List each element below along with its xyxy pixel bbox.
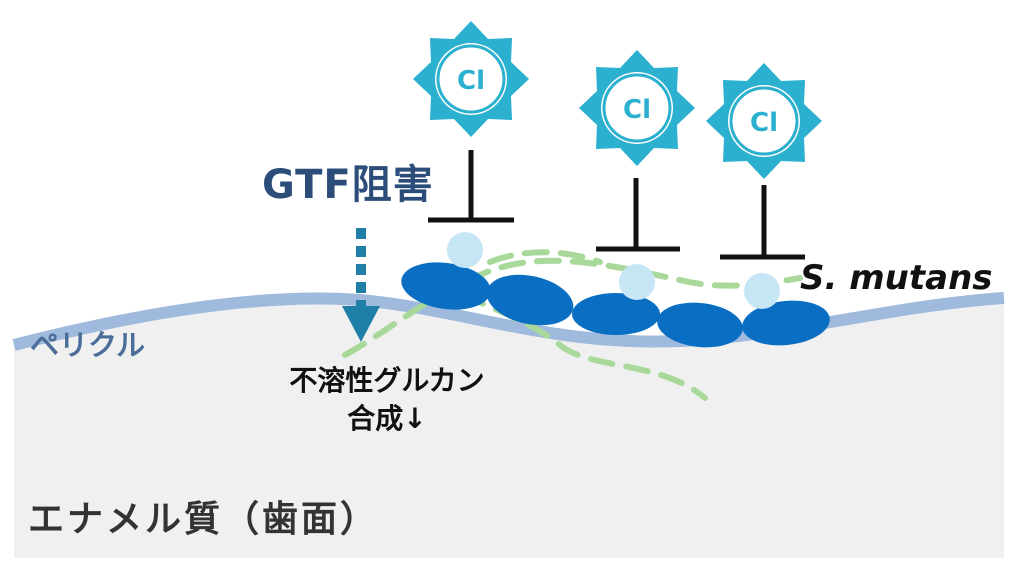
cl-inhibitor-badge: Cl xyxy=(413,21,529,137)
bacterium-cell xyxy=(486,274,574,326)
gtf-inhibition-label: GTF阻害 xyxy=(262,162,434,208)
inhibition-symbols xyxy=(428,150,805,260)
glucan-fiber xyxy=(487,249,603,265)
gtf-enzyme xyxy=(619,264,655,300)
pellicle-label: ペリクル xyxy=(30,328,146,362)
gtf-enzymes xyxy=(447,232,780,309)
glucan-synthesis-label: 不溶性グルカン 合成↓ xyxy=(232,362,542,438)
gtf-enzyme xyxy=(744,273,780,309)
glucan-line-1: 不溶性グルカン xyxy=(289,364,485,397)
s-mutans-label: S. mutans xyxy=(800,258,993,298)
enamel-label: エナメル質（歯面） xyxy=(28,499,380,540)
down-arrow-icon xyxy=(342,228,380,342)
glucan-fiber xyxy=(342,257,803,358)
glucan-line-2: 合成↓ xyxy=(347,402,427,435)
cl-label: Cl xyxy=(623,95,651,125)
cl-label: Cl xyxy=(457,66,485,96)
bacterium-cell xyxy=(742,300,830,346)
cl-inhibitor-badge: Cl xyxy=(579,50,695,166)
enamel-surface xyxy=(14,298,1004,558)
pellicle-layer xyxy=(12,292,1005,351)
bacterium-cell xyxy=(401,262,491,310)
cl-label: Cl xyxy=(750,108,778,138)
cl-inhibitor-badge: Cl xyxy=(706,63,822,179)
bacterium-cell xyxy=(572,293,660,335)
gtf-enzyme xyxy=(447,232,483,268)
bacterium-cell xyxy=(657,302,743,348)
s-mutans-chain xyxy=(401,262,830,348)
